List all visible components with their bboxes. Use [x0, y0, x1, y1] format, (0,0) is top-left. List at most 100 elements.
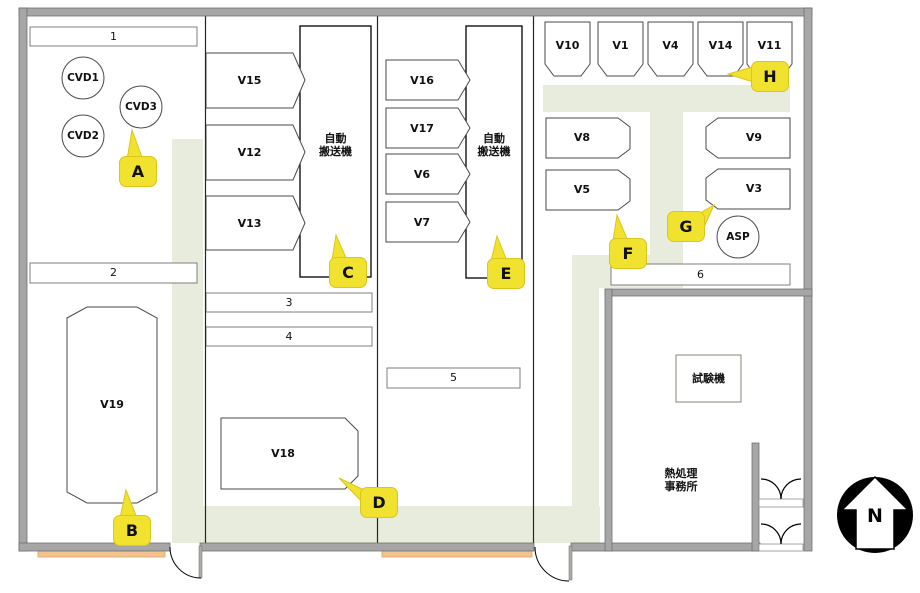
machine-shapes	[61, 21, 793, 504]
office-label-line2: 事務所	[664, 480, 698, 493]
zone-6-label: 6	[697, 268, 704, 281]
machine-v19-label: V19	[100, 398, 124, 411]
interior-partitions	[204, 16, 535, 543]
north-label: N	[867, 505, 883, 527]
path-west-vertical	[172, 139, 203, 543]
callout-h: H	[751, 61, 789, 92]
zone-3-label: 3	[285, 296, 293, 309]
callout-c: C	[329, 257, 367, 288]
machine-v9-shape	[705, 117, 791, 159]
machine-cvd1-shape	[61, 56, 105, 100]
machine-v1-shape	[597, 21, 644, 77]
machine-v1-label: V1	[612, 39, 629, 52]
machine-v7-shape	[385, 201, 471, 243]
wall-top	[18, 7, 813, 17]
machine-v17-label: V17	[410, 122, 434, 135]
machine-v14-label: V14	[708, 39, 733, 52]
machine-v4-shape	[647, 21, 694, 77]
machine-v17-shape	[385, 107, 471, 149]
double-door-inner-leaf	[758, 498, 804, 508]
double-door-inner-arc-right	[780, 478, 802, 500]
callout-g: G	[667, 211, 705, 242]
machine-v5-shape	[545, 169, 631, 211]
machine-v10-label: V10	[555, 39, 580, 52]
zone-2-label: 2	[110, 266, 117, 279]
machine-v11-label: V11	[757, 39, 782, 52]
machine-v8-shape	[545, 117, 631, 159]
machine-v7-label: V7	[413, 216, 431, 229]
double-door-outer-arc-left	[760, 523, 782, 545]
double-door-inner-arc-left	[760, 478, 782, 500]
wall-bottom-2	[199, 542, 535, 552]
conveyor-east-label: 自動 搬送機	[466, 132, 522, 158]
machine-v19-shape	[66, 306, 158, 504]
conveyor-west-line1: 自動	[324, 132, 347, 145]
machine-v10-shape	[544, 21, 591, 77]
building-walls	[18, 7, 813, 552]
office-wall-top	[604, 288, 813, 297]
zone-2-shape	[29, 262, 198, 284]
machine-v15-label: V15	[237, 74, 262, 87]
zone-6-shape	[610, 263, 791, 286]
callout-a: A	[119, 156, 157, 187]
machine-v18-label: V18	[271, 447, 295, 460]
north-compass	[837, 475, 913, 553]
conveyor-east-shape	[465, 25, 523, 279]
machine-v6-label: V6	[413, 168, 431, 181]
machine-cvd3-label: CVD3	[125, 101, 157, 113]
double-door-outer-leaf	[758, 543, 804, 552]
machine-asp-label: ASP	[726, 231, 750, 243]
path-east-vertical-lower	[572, 255, 599, 506]
machine-v3-label: V3	[745, 182, 763, 195]
machine-v4-label: V4	[662, 39, 679, 52]
machine-cvd2-label: CVD2	[67, 130, 99, 142]
door-arc-middle	[534, 546, 570, 582]
machine-v16-label: V16	[410, 74, 434, 87]
machine-asp-shape	[716, 215, 760, 259]
machine-v9-label: V9	[745, 131, 763, 144]
tester-label: 試験機	[692, 372, 725, 385]
path-east-top	[543, 85, 790, 112]
conveyor-east-line1: 自動	[483, 132, 505, 145]
office-label-line1: 熱処理	[664, 467, 698, 480]
north-arrow-icon	[840, 475, 910, 550]
machine-v5-label: V5	[573, 183, 591, 196]
callout-d: D	[360, 487, 398, 518]
swing-doors	[169, 478, 804, 582]
machine-v13-label: V13	[237, 217, 262, 230]
machine-cvd2-shape	[61, 114, 105, 158]
machine-v3-shape	[705, 168, 791, 210]
machine-cvd3-shape	[119, 85, 163, 129]
conveyor-east-line2: 搬送機	[477, 145, 511, 158]
wall-bottom-3	[570, 542, 761, 552]
zone-1-label: 1	[110, 30, 117, 43]
door-arc-left	[169, 546, 202, 579]
office-label: 熱処理 事務所	[640, 467, 722, 493]
conveyor-west-label: 自動 搬送機	[300, 132, 371, 158]
machine-v16-shape	[385, 59, 471, 101]
wall-left	[18, 7, 28, 552]
machine-v12-label: V12	[237, 146, 262, 159]
double-door-outer-arc-right	[780, 523, 802, 545]
office-vestibule-wall	[751, 442, 760, 552]
callout-tails	[119, 65, 757, 519]
door-leaf-left	[198, 545, 203, 579]
machine-v8-label: V8	[573, 131, 591, 144]
machine-v18-shape	[220, 417, 359, 490]
door-leaf-middle	[568, 545, 573, 581]
zone-1-shape	[29, 26, 198, 47]
callout-e: E	[487, 258, 525, 289]
callout-b: B	[113, 515, 151, 546]
wall-right	[803, 7, 813, 552]
tester-shape	[675, 354, 742, 403]
callout-f: F	[609, 238, 647, 269]
zone-5-shape	[386, 367, 521, 389]
conveyor-west-line2: 搬送機	[319, 145, 352, 158]
machine-v6-shape	[385, 153, 471, 195]
office-wall-left	[604, 288, 613, 552]
zone-areas	[29, 26, 791, 389]
zone-4-label: 4	[285, 330, 293, 343]
machine-cvd1-label: CVD1	[67, 72, 99, 84]
